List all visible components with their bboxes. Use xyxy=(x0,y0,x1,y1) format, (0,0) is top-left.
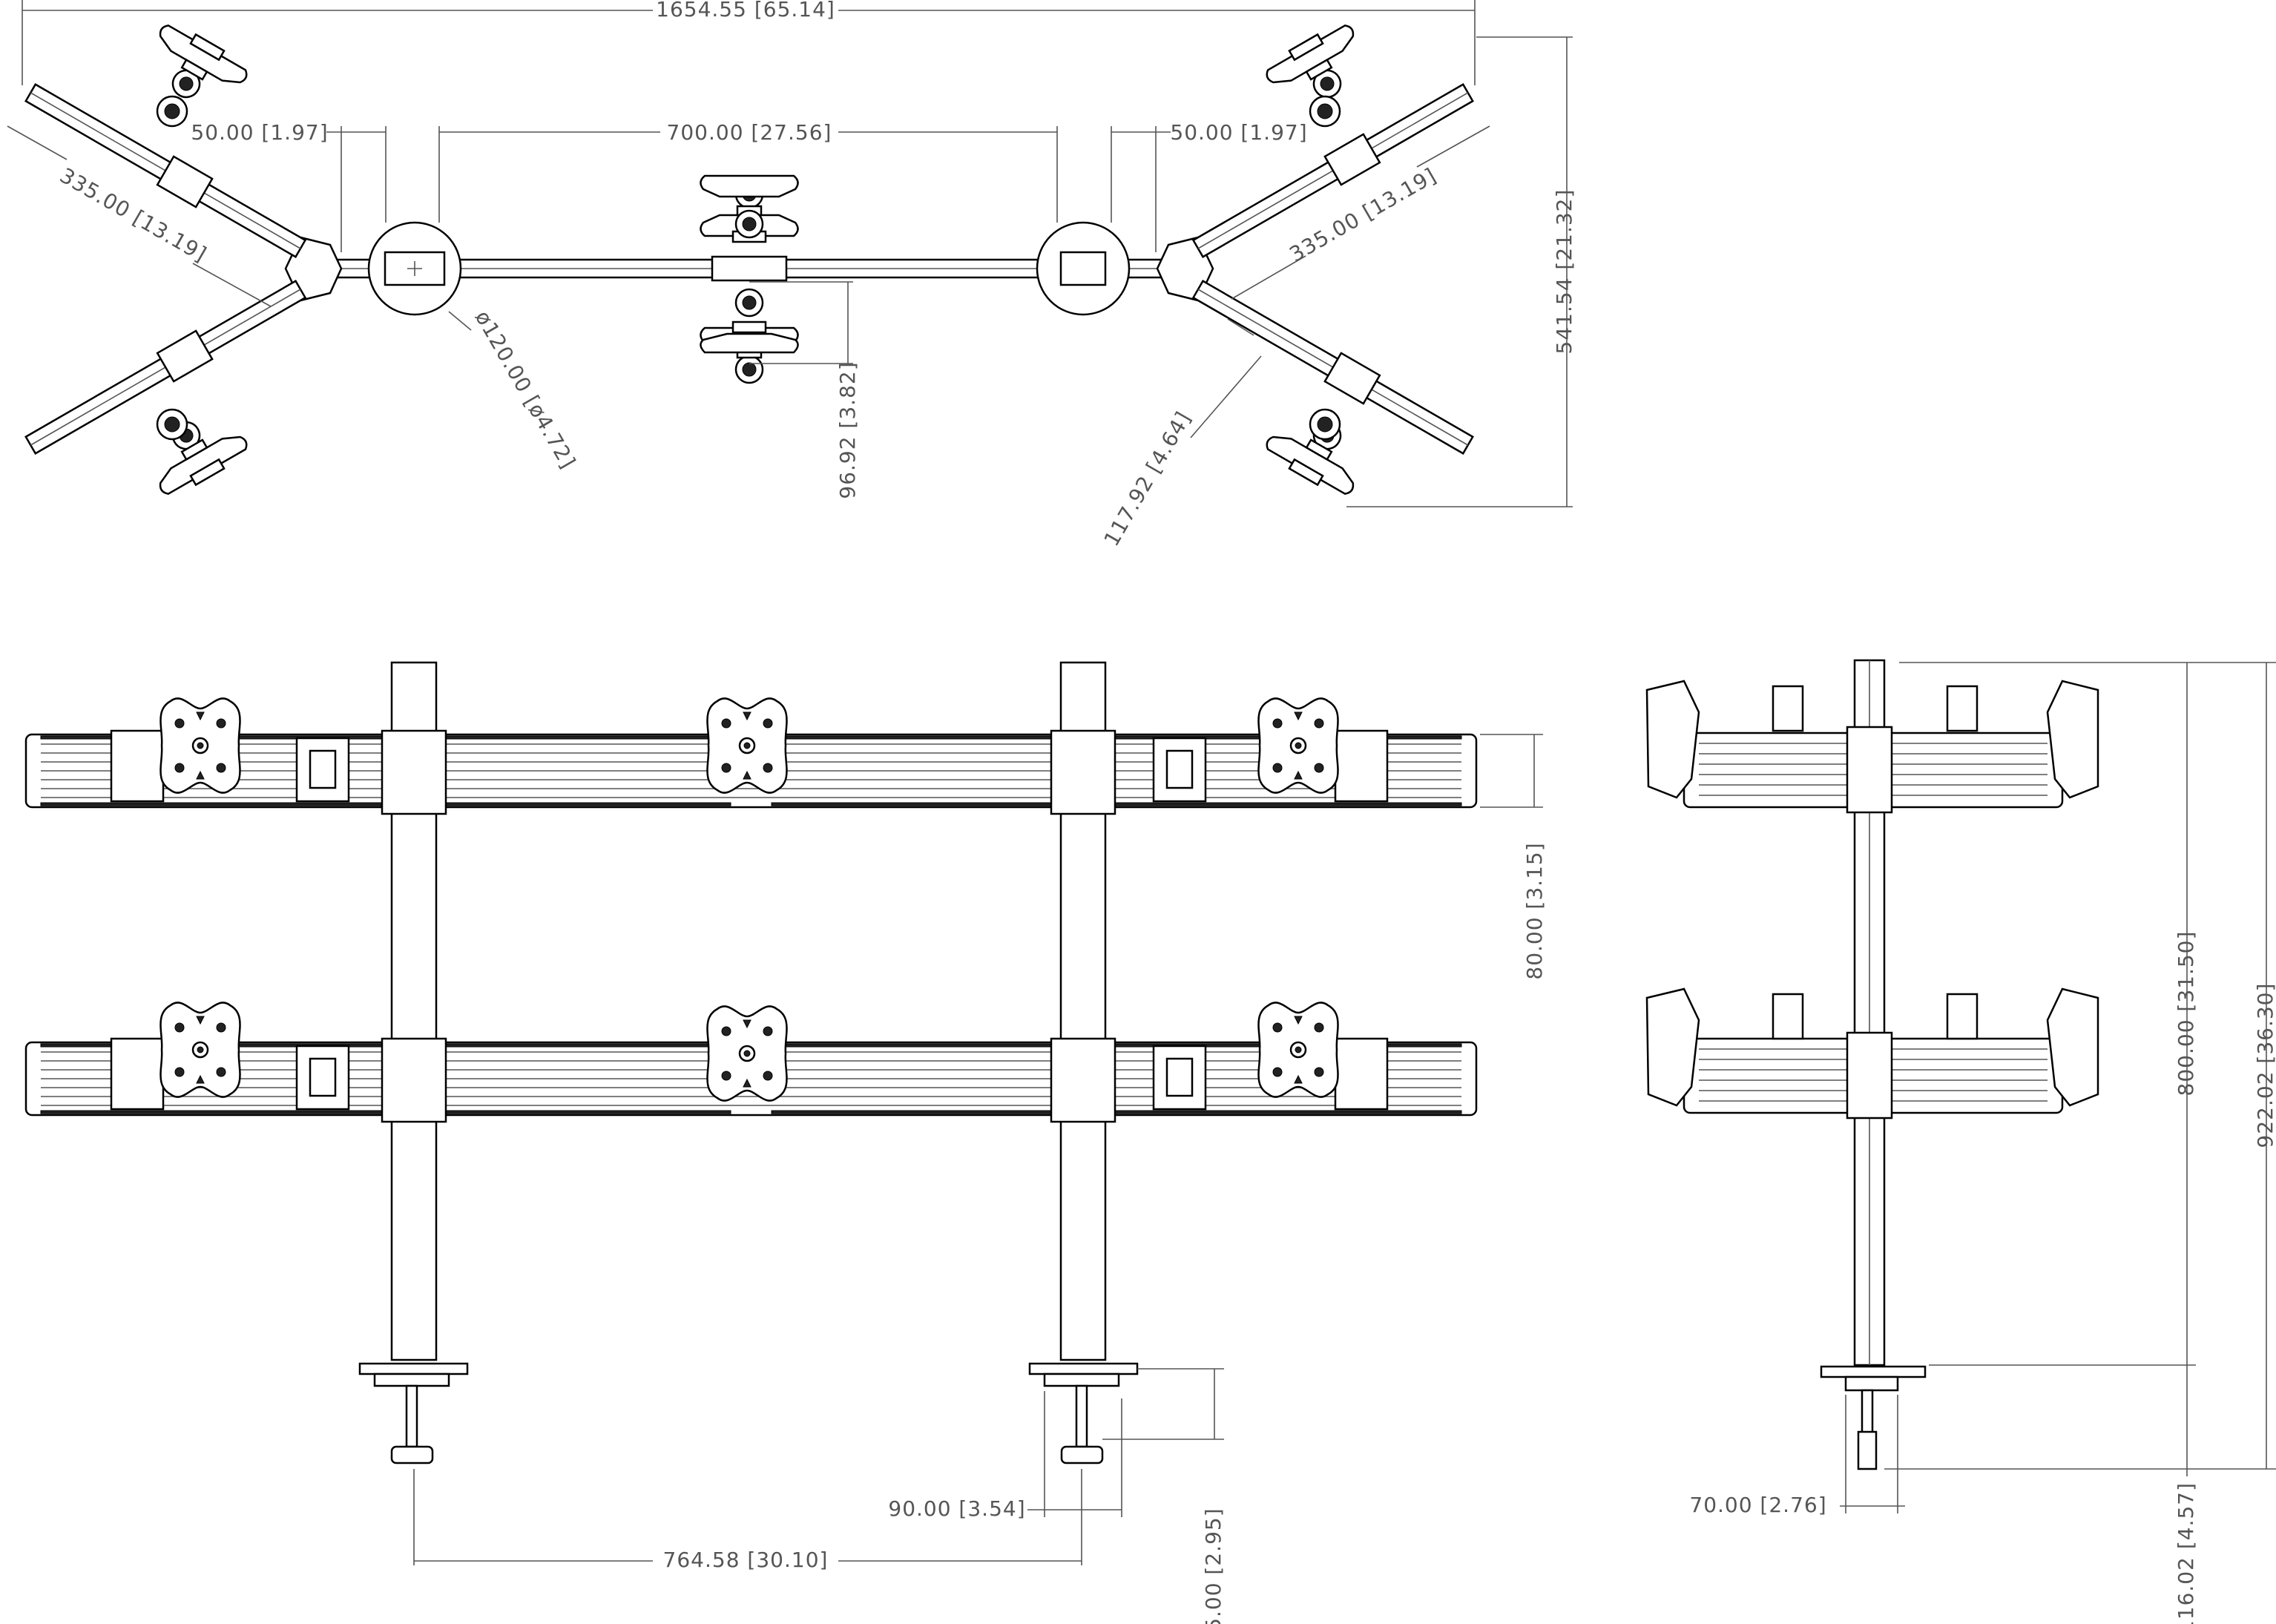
dim-base-spacing: 764.58 [30.10] xyxy=(663,1548,829,1572)
dim-base-diameter: ø120.00 [ø4.72] xyxy=(470,306,581,473)
dim-bar-height: 80.00 [3.15] xyxy=(1522,842,1547,979)
dim-overall-width: 1654.55 [65.14] xyxy=(656,0,835,22)
dim-center-depth: 96.92 [3.82] xyxy=(835,361,860,499)
dim-pole-offset-left: 50.00 [1.97] xyxy=(191,120,328,145)
front-view: 80.00 [3.15] 90.00 [3.54] 75.00 [2.95] 7… xyxy=(24,661,1547,1624)
dim-pole-offset-right: 50.00 [1.97] xyxy=(1170,120,1307,145)
dim-side-depth: 117.92 [4.64] xyxy=(1099,407,1196,550)
dim-pole-spacing: 700.00 [27.56] xyxy=(667,120,832,145)
dim-clamp-depth: 116.02 [4.57] xyxy=(2174,1482,2198,1624)
side-view: 800.00 [31.50] 922.02 [36.30] 116.02 [4.… xyxy=(1645,659,2276,1624)
dim-overall-height: 922.02 [36.30] xyxy=(2253,983,2276,1148)
dim-clamp-height: 75.00 [2.95] xyxy=(1201,1508,1226,1624)
dim-pole-height: 800.00 [31.50] xyxy=(2174,931,2198,1097)
dim-overall-depth: 541.54 [21.32] xyxy=(1552,189,1576,355)
dim-side-clamp-width: 70.00 [2.76] xyxy=(1689,1493,1826,1517)
plan-view: 1654.55 [65.14] 50.00 [1.97] 700.00 [27.… xyxy=(7,0,1576,550)
dim-clamp-width: 90.00 [3.54] xyxy=(888,1496,1025,1521)
